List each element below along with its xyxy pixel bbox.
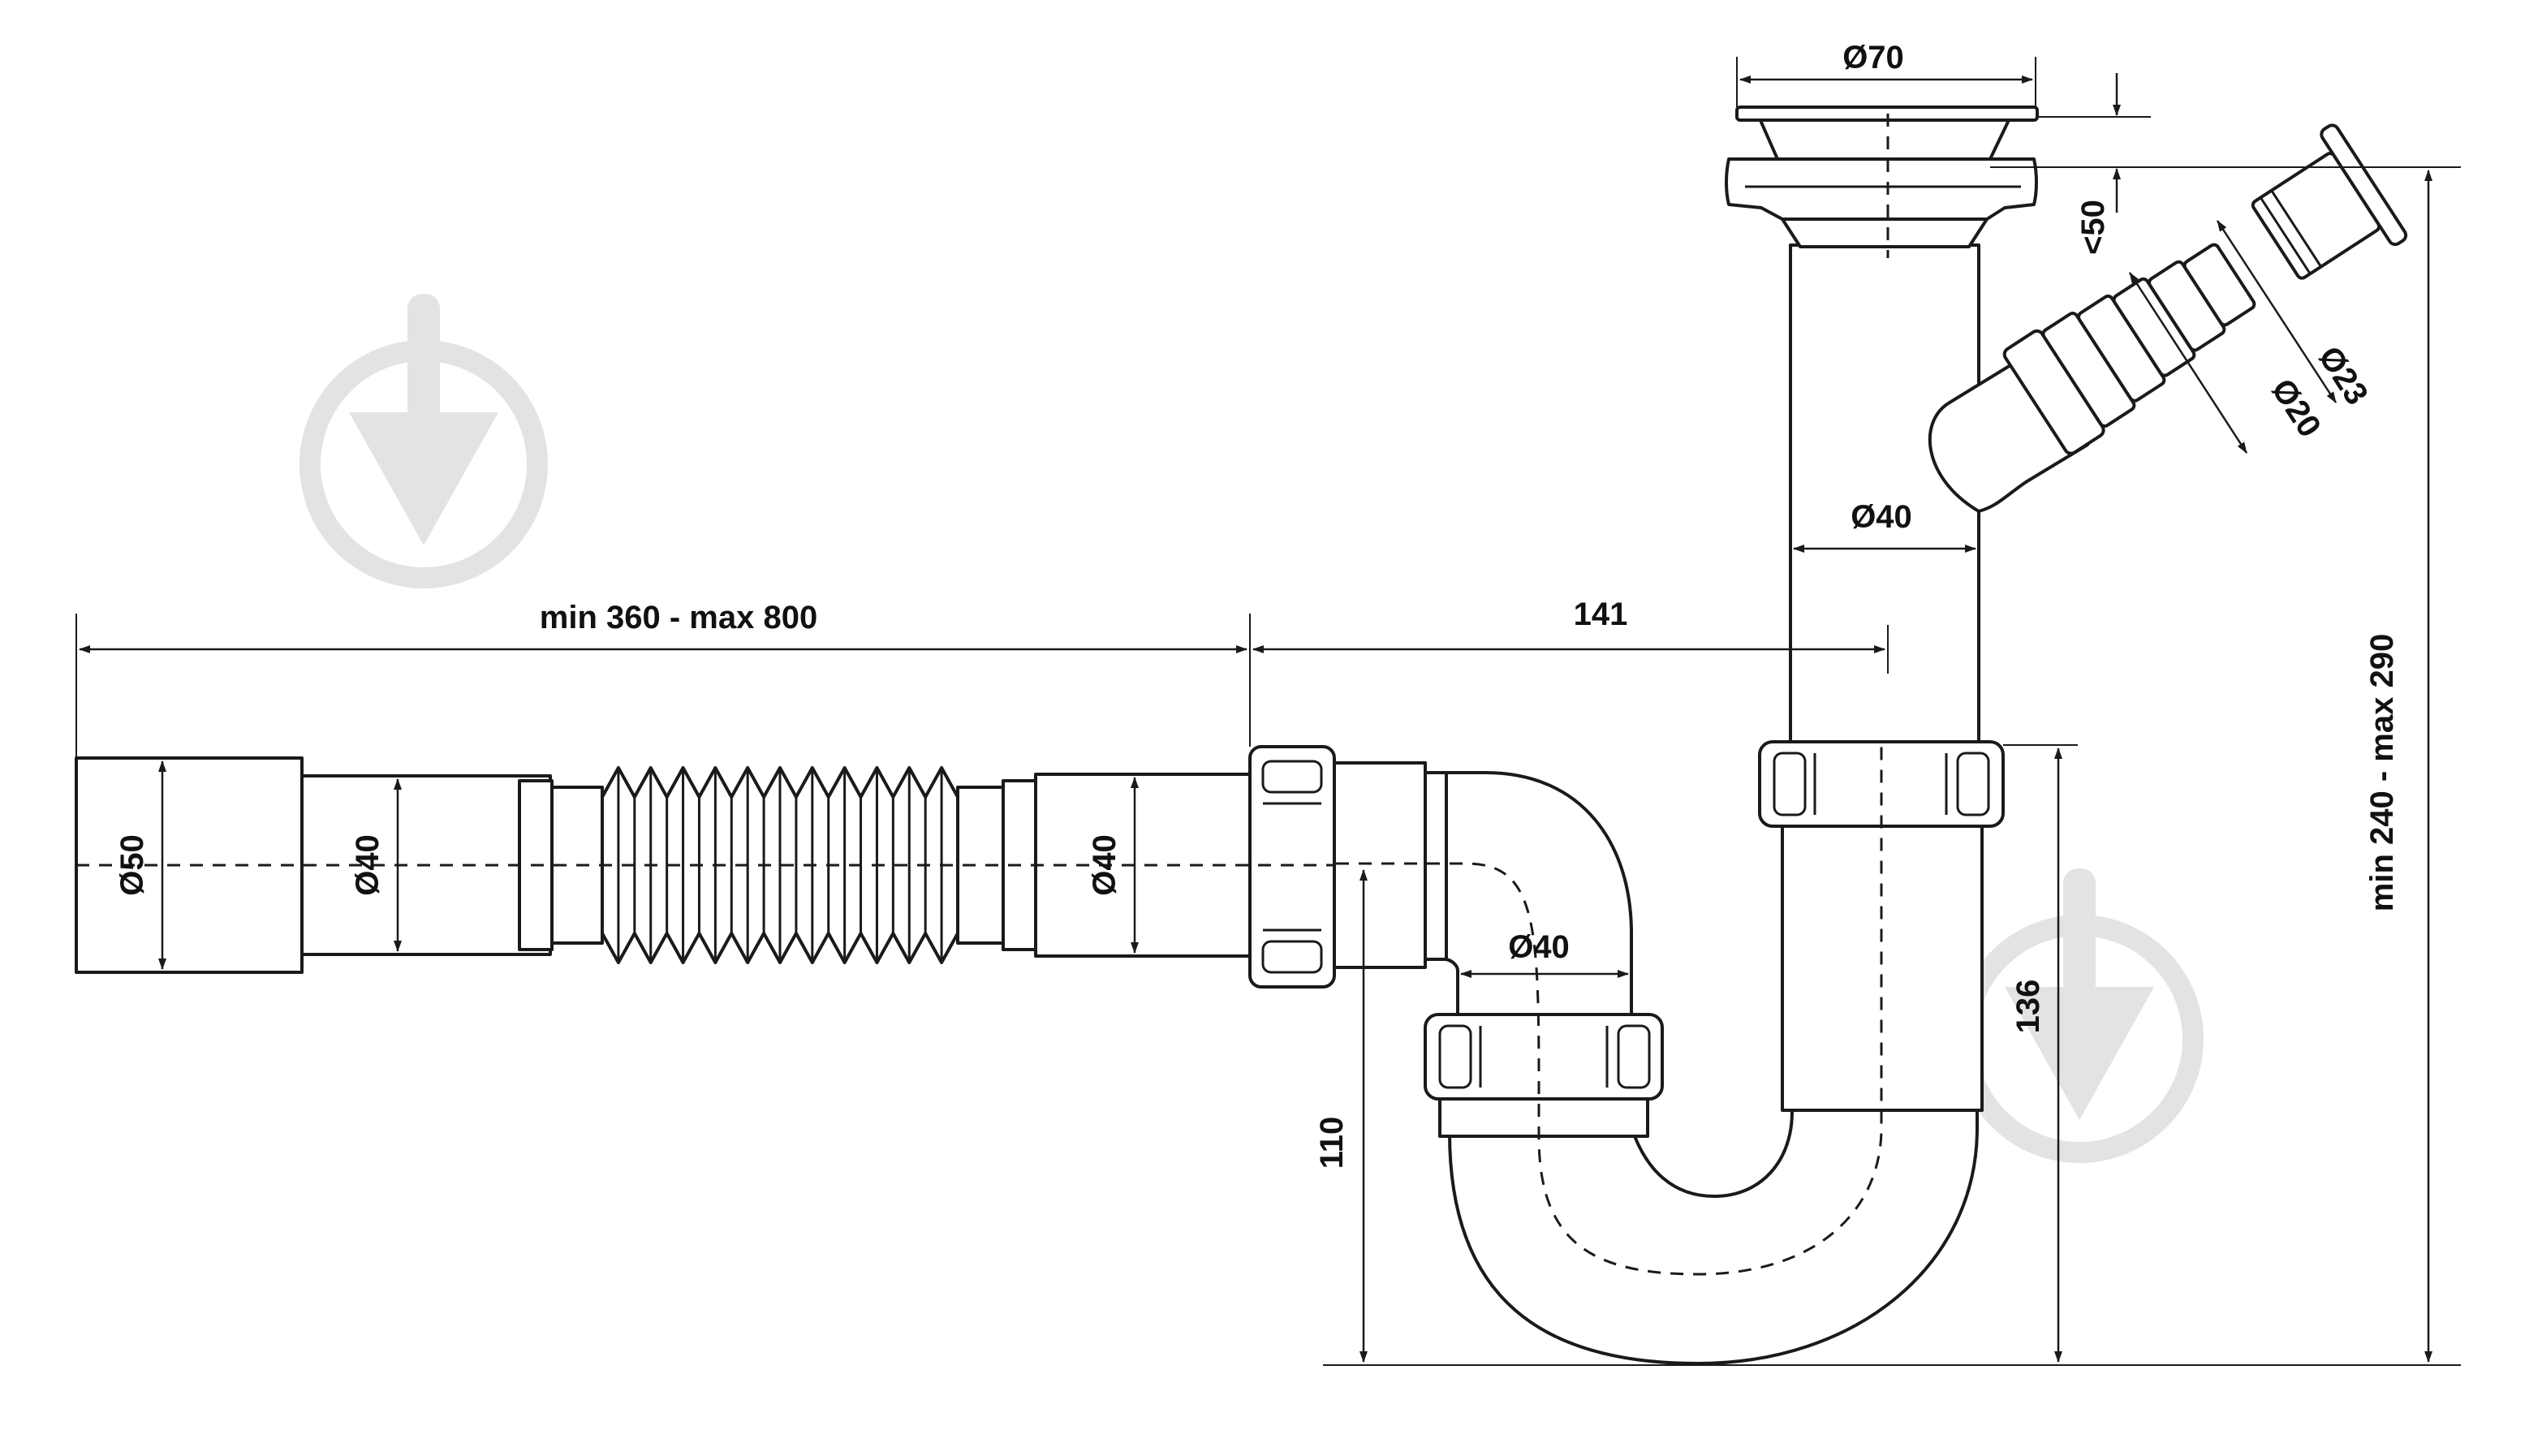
corrugated-left-diameter-label: Ø40 <box>350 834 386 896</box>
trap-u-bend <box>1448 1101 1979 1365</box>
corrugated-right-diameter-label: Ø40 <box>1087 834 1122 896</box>
dimension-lines <box>75 57 2461 1366</box>
stand-pipe-assembly <box>1725 106 2408 743</box>
outlet-height-label: 110 <box>1314 1117 1350 1170</box>
trap-elbow <box>1445 771 1633 1024</box>
outlet-assembly <box>75 745 1448 989</box>
trap-body <box>1336 276 2005 1365</box>
offset-label: 141 <box>1574 597 1628 632</box>
outlet-length-label: min 360 - max 800 <box>540 600 817 635</box>
flange-body <box>1725 157 2038 221</box>
stand-pipe <box>1789 243 1980 743</box>
watermark-logo-right <box>1955 868 2204 1163</box>
grate-neck <box>1758 117 2011 161</box>
grate-diameter-label: Ø70 <box>1842 40 1904 75</box>
corrugated-bellows <box>601 766 959 964</box>
total-height-label: min 240 - max 290 <box>2364 634 2400 911</box>
grate-height-label: <50 <box>2075 200 2111 255</box>
trap-outlet-collar <box>1333 761 1427 969</box>
trap-diameter-label: Ø40 <box>1508 929 1570 965</box>
stand-pipe-diameter-label: Ø40 <box>1851 499 1912 535</box>
hose-outer-diameter-label: Ø23 <box>2312 340 2375 411</box>
trap-height-label: 136 <box>2010 980 2046 1034</box>
watermark-logo-left <box>299 294 548 588</box>
union-nut-trap-lower <box>1424 1013 1664 1101</box>
hose-inner-diameter-label: Ø20 <box>2264 373 2328 443</box>
stand-pipe-collar <box>1781 218 1989 248</box>
outlet-end-diameter-label: Ø50 <box>114 834 150 896</box>
overflow-cap <box>2251 123 2408 280</box>
